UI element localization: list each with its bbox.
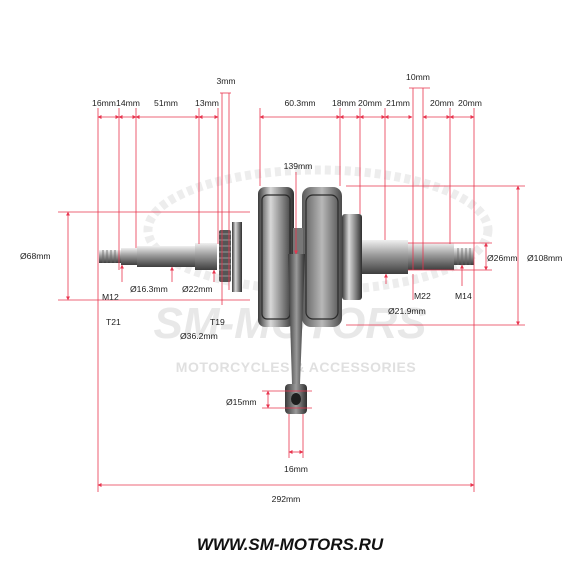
left-thread [99, 250, 121, 263]
dim-rod-length: 139mm [284, 161, 313, 171]
right-web [302, 187, 342, 327]
dim-16mm: 16mm [92, 98, 116, 108]
dim-left-shaft-diameter: Ø16.3mm [130, 284, 168, 294]
dim-60-3mm: 60.3mm [284, 98, 315, 108]
dim-left-taper: T21 [106, 317, 121, 327]
dim-14mm: 14mm [116, 98, 140, 108]
dim-right-thread-small: M14 [455, 291, 472, 301]
website-url: WWW.SM-MOTORS.RU [197, 535, 384, 554]
crank-pin [293, 228, 303, 258]
dim-small-end-width: 16mm [284, 464, 308, 474]
left-web [258, 187, 294, 327]
dimension-lines [58, 87, 525, 492]
left-shaft [137, 246, 195, 267]
dim-small-end-bore: Ø15mm [226, 397, 257, 407]
right-journal [362, 240, 408, 274]
dim-20mm-a: 20mm [358, 98, 382, 108]
dim-overall-length: 292mm [272, 494, 301, 504]
right-shaft [408, 243, 454, 270]
dim-13mm: 13mm [195, 98, 219, 108]
dim-right-thread-large: M22 [414, 291, 431, 301]
crankshaft-drawing [99, 187, 474, 414]
left-taper [121, 248, 137, 265]
dim-21mm: 21mm [386, 98, 410, 108]
dim-3mm: 3mm [216, 76, 235, 86]
dim-18mm: 18mm [332, 98, 356, 108]
dim-51mm: 51mm [154, 98, 178, 108]
right-bearing [342, 214, 362, 300]
dim-left-outer-diameter: Ø68mm [20, 251, 51, 261]
dim-left-journal-diameter: Ø22mm [182, 284, 213, 294]
dim-left-thread: M12 [102, 292, 119, 302]
connecting-rod [288, 254, 305, 384]
dim-left-spline: T19 [210, 317, 225, 327]
right-thread [454, 248, 474, 265]
left-journal [195, 243, 217, 270]
dim-right-web-diameter: Ø108mm [527, 253, 562, 263]
dim-right-journal-diameter: Ø26mm [487, 253, 518, 263]
dimension-labels: 16mm 14mm 51mm 13mm 3mm 60.3mm 18mm 20mm… [20, 72, 562, 504]
dim-20mm-b: 20mm [430, 98, 454, 108]
dim-10mm: 10mm [406, 72, 430, 82]
dim-left-bearing-diameter: Ø36.2mm [180, 331, 218, 341]
left-bearing [232, 222, 242, 292]
dim-right-shaft-diameter: Ø21.9mm [388, 306, 426, 316]
dim-20mm-c: 20mm [458, 98, 482, 108]
